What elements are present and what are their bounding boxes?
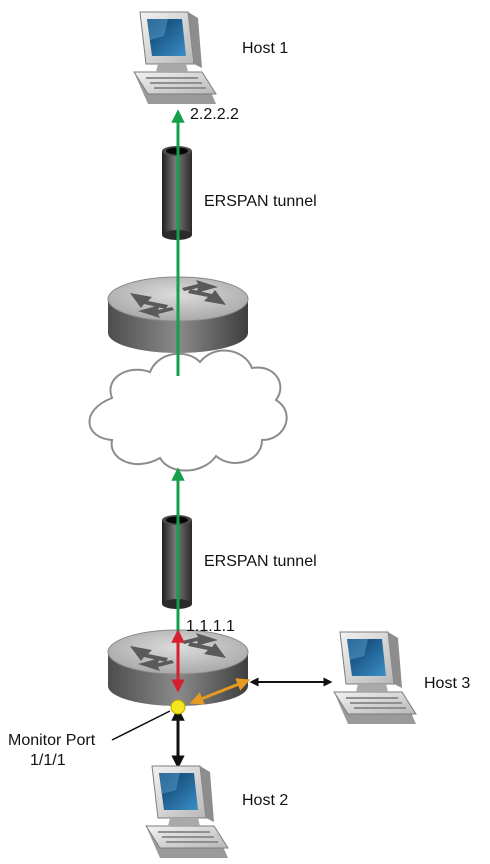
host3-computer-icon — [333, 631, 417, 725]
host2-label: Host 2 — [242, 792, 289, 809]
source-ip-label: 1.1.1.1 — [186, 618, 235, 635]
monitor-port-icon — [170, 699, 186, 715]
host1-label: Host 1 — [242, 40, 289, 57]
monitor-port-leader — [111, 710, 171, 741]
host2-computer-icon — [145, 765, 229, 859]
monitor-port-label: Monitor Port — [8, 732, 96, 749]
network-cloud-icon — [88, 349, 288, 472]
host1-ip-label: 2.2.2.2 — [190, 106, 239, 123]
mirror-arrow-orange — [189, 678, 251, 705]
tunnel-bottom-label: ERSPAN tunnel — [204, 553, 317, 570]
host1-computer-icon — [133, 11, 217, 105]
tunnel-top-label: ERSPAN tunnel — [204, 193, 317, 210]
monitor-port-number-label: 1/1/1 — [30, 752, 66, 769]
host3-label: Host 3 — [424, 675, 471, 692]
